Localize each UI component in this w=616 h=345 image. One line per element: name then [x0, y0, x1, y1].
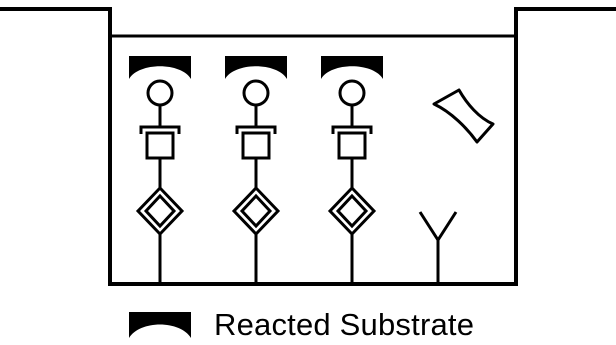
antibody-icon: [418, 211, 458, 284]
antibody-complex-1: [129, 56, 191, 284]
enzyme-label: [242, 79, 270, 107]
antigen-inner: [335, 193, 369, 229]
detection-antibody: [241, 131, 271, 160]
antibody-complex-2: [225, 56, 287, 284]
substrate-icon: [432, 88, 495, 144]
enzyme-label: [338, 79, 366, 107]
reacted-substrate-icon: [321, 56, 383, 79]
reacted-substrate-icon: [225, 56, 287, 79]
reacted-substrate-icon: [129, 56, 191, 79]
detection-antibody-bracket: [139, 125, 181, 134]
antigen-inner: [239, 193, 273, 229]
detection-antibody: [145, 131, 175, 160]
legend: Reacted Substrate: [128, 305, 474, 345]
legend-label: Reacted Substrate: [214, 307, 475, 342]
reacted-substrate-icon: [129, 312, 191, 338]
enzyme-label: [146, 79, 174, 107]
antibody-complex-3: [321, 56, 383, 284]
detection-antibody-bracket: [235, 125, 277, 134]
detection-antibody-bracket: [331, 125, 373, 134]
microplate-well-icon: [0, 7, 616, 286]
detection-antibody: [337, 131, 367, 160]
antigen-inner: [143, 193, 177, 229]
